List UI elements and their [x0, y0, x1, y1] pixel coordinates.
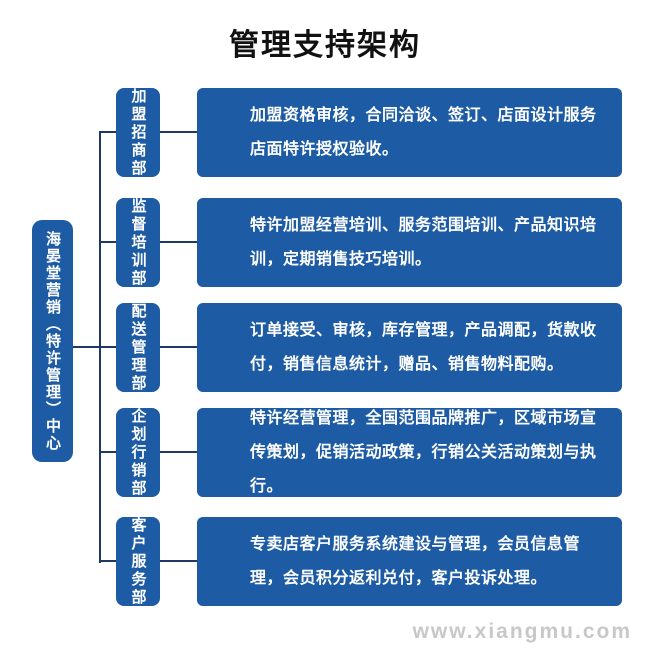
- department-node-1: 加盟招商部: [116, 87, 160, 178]
- watermark: www.xiangmu.com: [412, 620, 632, 643]
- page-title: 管理支持架构: [229, 29, 421, 62]
- department-node-2: 监督培训部: [116, 197, 160, 288]
- department-description-3: 订单接受、审核，库存管理，产品调配，货款收付，销售信息统计，赠品、销售物料配购。: [197, 303, 622, 392]
- department-description-2: 特许加盟经营培训、服务范围培训、产品知识培训，定期销售技巧培训。: [197, 198, 622, 287]
- department-node-label: 监督培训部: [129, 197, 147, 288]
- department-description-1: 加盟资格审核，合同洽谈、签订、店面设计服务店面特许授权验收。: [197, 88, 622, 177]
- root-node: 海晏堂营销（特许管理）中心: [32, 220, 73, 462]
- department-node-label: 客户服务部: [129, 516, 147, 607]
- department-description-text: 特许加盟经营培训、服务范围培训、产品知识培训，定期销售技巧培训。: [250, 216, 597, 268]
- department-description-text: 加盟资格审核，合同洽谈、签订、店面设计服务店面特许授权验收。: [250, 106, 597, 158]
- connector-branch-2: [101, 241, 116, 243]
- connector-branch-5: [101, 560, 116, 562]
- connector-dept-desc-4: [160, 451, 197, 453]
- department-description-4: 特许经营管理，全国范围品牌推广，区域市场宣传策划，促销活动政策，行销公关活动策划…: [197, 408, 622, 497]
- department-description-text: 订单接受、审核，库存管理，产品调配，货款收付，销售信息统计，赠品、销售物料配购。: [250, 321, 597, 373]
- department-node-5: 客户服务部: [116, 516, 160, 607]
- connector-branch-3: [101, 346, 116, 348]
- department-node-3: 配送管理部: [116, 302, 160, 393]
- department-node-label: 企划行销部: [129, 407, 147, 498]
- connector-trunk: [99, 131, 101, 563]
- connector-branch-4: [101, 451, 116, 453]
- connector-dept-desc-3: [160, 346, 197, 348]
- connector-root-to-trunk: [73, 346, 99, 348]
- connector-dept-desc-5: [160, 560, 197, 562]
- connector-dept-desc-2: [160, 241, 197, 243]
- department-node-label: 加盟招商部: [129, 87, 147, 178]
- department-node-label: 配送管理部: [129, 302, 147, 393]
- department-description-5: 专卖店客户服务系统建设与管理，会员信息管理，会员积分返利兑付，客户投诉处理。: [197, 517, 622, 606]
- department-description-text: 特许经营管理，全国范围品牌推广，区域市场宣传策划，促销活动政策，行销公关活动策划…: [250, 409, 597, 495]
- connector-branch-1: [101, 131, 116, 133]
- department-node-4: 企划行销部: [116, 407, 160, 498]
- root-node-label: 海晏堂营销（特许管理）中心: [44, 230, 61, 452]
- connector-dept-desc-1: [160, 131, 197, 133]
- department-description-text: 专卖店客户服务系统建设与管理，会员信息管理，会员积分返利兑付，客户投诉处理。: [250, 535, 581, 587]
